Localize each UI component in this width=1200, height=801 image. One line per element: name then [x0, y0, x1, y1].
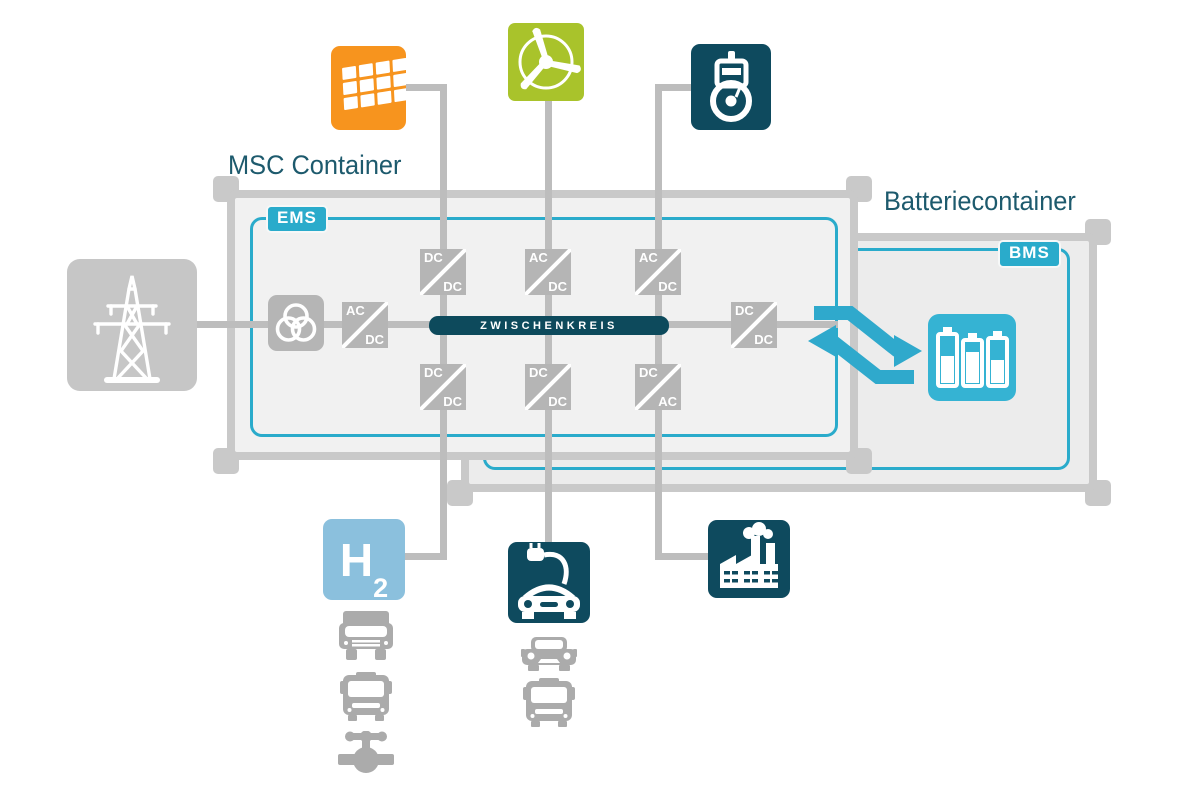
diagonal-divider-icon [420, 249, 466, 295]
converter-solar-dc-dc: DC DC [420, 249, 466, 295]
engine-piston-icon [710, 51, 752, 122]
h2-subscript: 2 [373, 573, 389, 603]
diagonal-divider-icon [342, 302, 388, 348]
wind-turbine-icon [508, 23, 584, 101]
dc-link-bar: ZWISCHENKREIS [429, 316, 669, 335]
pylon-icon [93, 275, 171, 383]
converter-label: DC [424, 365, 443, 380]
converter-ev-dc-dc: DC DC [525, 364, 571, 410]
converter-label: DC [365, 332, 384, 347]
connection-line-h2 [403, 553, 447, 560]
converter-label: AC [639, 250, 658, 265]
converter-battery-dc-dc: DC DC [731, 302, 777, 348]
h2-label: H [339, 533, 374, 586]
battery-container-title: Batteriecontainer [884, 186, 1076, 216]
battery-storage-icon [928, 314, 1016, 401]
connection-line-factory [655, 553, 713, 560]
bms-label: BMS [998, 240, 1061, 268]
converter-label: DC [529, 365, 548, 380]
combustion-engine-icon [691, 44, 771, 130]
transformer-icon [268, 295, 324, 351]
car-charging-icon [518, 543, 580, 619]
dc-link-label: ZWISCHENKREIS [480, 319, 618, 332]
pv-module-icon [342, 57, 406, 111]
msc-container-title: MSC Container [228, 150, 402, 180]
converter-label: DC [658, 279, 677, 294]
converter-label: DC [548, 279, 567, 294]
converter-label: DC [443, 394, 462, 409]
solar-panel-icon [331, 46, 406, 130]
converter-label: AC [658, 394, 677, 409]
converter-engine-ac-dc: AC DC [635, 249, 681, 295]
pipeline-valve-icon [338, 731, 394, 773]
converter-h2-dc-dc: DC DC [420, 364, 466, 410]
car-icon [521, 637, 577, 671]
converter-grid-ac-dc: AC DC [342, 302, 388, 348]
bidirectional-arrows-icon [808, 306, 922, 384]
turbine-rotor-icon [518, 27, 581, 90]
diagonal-divider-icon [635, 364, 681, 410]
converter-label: AC [346, 303, 365, 318]
connection-line-solar [403, 84, 447, 91]
battery-cells-icon [936, 327, 1009, 388]
ems-label: EMS [266, 205, 328, 233]
converter-label: DC [754, 332, 773, 347]
power-grid-icon [67, 259, 197, 391]
diagonal-divider-icon [635, 249, 681, 295]
factory-icon [708, 520, 790, 598]
converter-label: DC [424, 250, 443, 265]
factory-building-icon [720, 522, 778, 588]
diagonal-divider-icon [525, 364, 571, 410]
bus-icon [340, 672, 392, 721]
converter-label: DC [735, 303, 754, 318]
bus-icon [523, 678, 575, 727]
diagonal-divider-icon [525, 249, 571, 295]
ev-charging-icon [508, 542, 590, 623]
connection-line-engine [655, 84, 695, 91]
truck-icon [339, 611, 393, 660]
converter-label: DC [548, 394, 567, 409]
converter-label: AC [529, 250, 548, 265]
converter-label: DC [639, 365, 658, 380]
three-phase-circles-icon [275, 303, 317, 342]
converter-factory-dc-ac: DC AC [635, 364, 681, 410]
diagonal-divider-icon [731, 302, 777, 348]
converter-label: DC [443, 279, 462, 294]
diagonal-divider-icon [420, 364, 466, 410]
converter-wind-ac-dc: AC DC [525, 249, 571, 295]
